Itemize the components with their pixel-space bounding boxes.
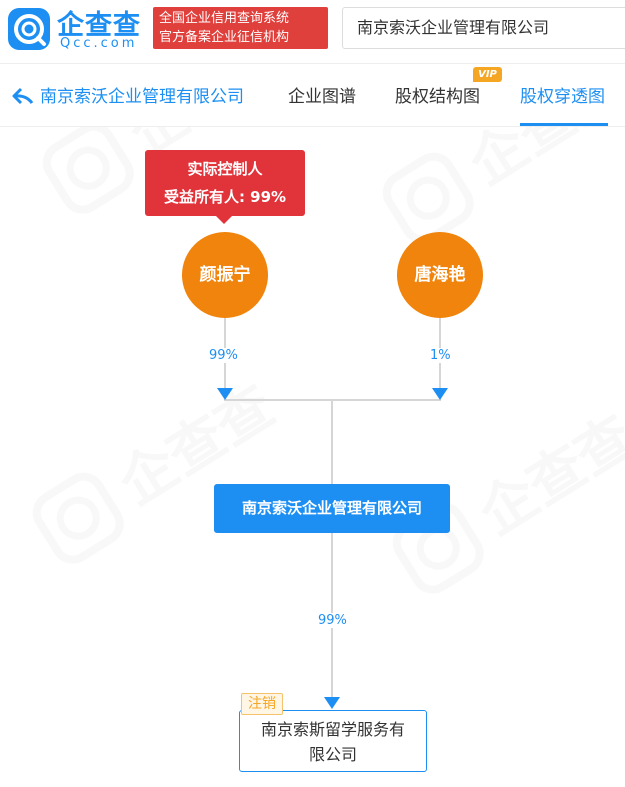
investee-name-line-2: 限公司 [308,745,357,764]
vip-badge: VIP [473,67,502,82]
shareholder-node[interactable]: 颜振宁 [182,232,268,318]
tab-equity-structure[interactable]: 股权结构图 [395,87,480,107]
tab-enterprise-graph[interactable]: 企业图谱 [288,87,356,107]
top-header: 企查查 Qcc.com 全国企业信用查询系统 官方备案企业征信机构 南京索沃企业… [0,0,625,64]
company-node[interactable]: 南京索沃企业管理有限公司 [214,484,450,533]
back-arrow-icon [12,87,34,110]
graph-nav: 南京索沃企业管理有限公司 企业图谱 股权结构图 VIP 股权穿透图 [0,65,625,127]
logo-text[interactable]: 企查查 [57,10,141,41]
back-to-company-link[interactable]: 南京索沃企业管理有限公司 [12,82,244,110]
share-percent: 99% [207,348,240,363]
status-badge: 注销 [241,693,283,715]
flow-arrow-icon [217,388,233,400]
watermark-logo: 企查查 企查查 企查查 企查查 [0,127,625,787]
tag-pointer [216,216,232,224]
slogan-line-1: 全国企业信用查询系统 [159,11,290,26]
svg-text:企查查: 企查查 [458,127,625,198]
investment-percent: 99% [316,613,349,628]
connector-line [331,399,333,485]
active-tab-underline [520,123,608,126]
actual-controller-tag: 实际控制人 受益所有人: 99% [145,150,305,216]
flow-arrow-icon [324,697,340,709]
investee-name-line-1: 南京索斯留学服务有 [260,720,405,739]
slogan-banner: 全国企业信用查询系统 官方备案企业征信机构 [153,7,328,49]
logo-domain: Qcc.com [60,36,138,51]
search-input[interactable]: 南京索沃企业管理有限公司 [342,7,625,49]
investee-node[interactable]: 南京索斯留学服务有 限公司 [239,710,427,772]
controller-title: 实际控制人 [187,160,263,178]
slogan-line-2: 官方备案企业征信机构 [159,30,290,45]
svg-text:企查查: 企查查 [468,404,625,548]
beneficiary-text: 受益所有人: 99% [163,188,287,206]
shareholder-node[interactable]: 唐海艳 [397,232,483,318]
share-percent: 1% [428,348,453,363]
qcc-logo-icon[interactable] [8,8,50,50]
tab-equity-penetration[interactable]: 股权穿透图 [520,87,605,107]
back-link-label: 南京索沃企业管理有限公司 [40,87,244,107]
flow-arrow-icon [432,388,448,400]
